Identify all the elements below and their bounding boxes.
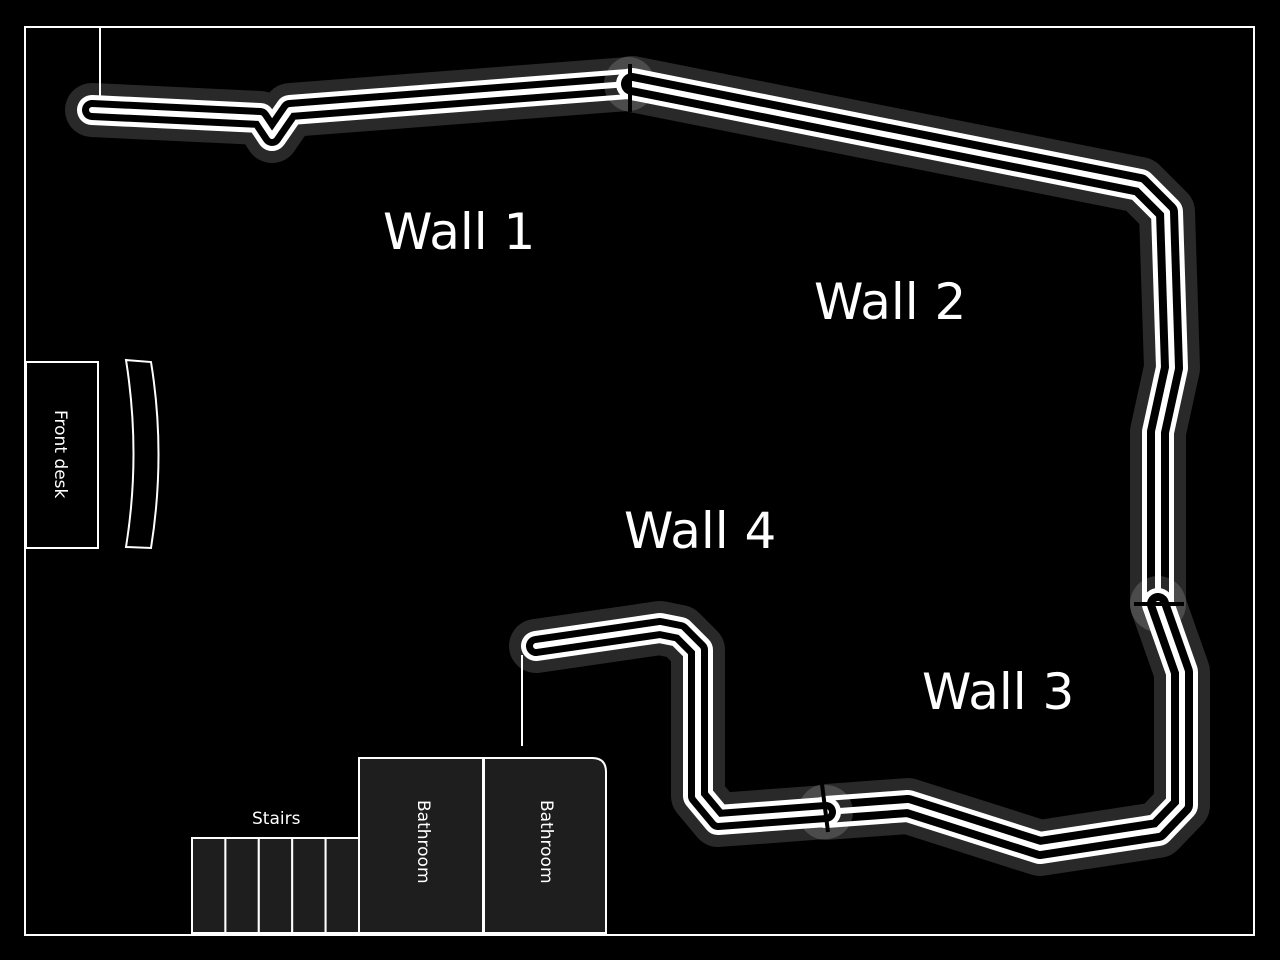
- bathrooms: Bathroom Bathroom: [358, 757, 607, 934]
- stairs: Stairs: [191, 809, 361, 934]
- stair-step: [257, 837, 294, 934]
- wall-3-label: Wall 3: [922, 663, 1074, 721]
- front-desk-counter: [124, 358, 160, 550]
- bathroom-2-label: Bathroom: [536, 800, 556, 884]
- bathroom-room-2: [483, 757, 607, 934]
- front-desk-label: Front desk: [50, 410, 70, 499]
- divider-wall-3-4: [820, 783, 830, 833]
- stair-steps: [191, 837, 361, 934]
- bathroom-room-1: [358, 757, 484, 934]
- bathroom-1-label: Bathroom: [413, 800, 433, 884]
- front-desk-box: [25, 361, 99, 549]
- stair-step: [224, 837, 260, 934]
- stairs-label: Stairs: [252, 809, 301, 829]
- wall-2-segment: [604, 56, 1200, 632]
- wall-3-segment: [798, 576, 1210, 876]
- front-desk: Front desk: [25, 358, 160, 550]
- stair-step: [291, 837, 327, 934]
- wall-4-label: Wall 4: [624, 502, 776, 560]
- wall-2-label: Wall 2: [814, 273, 966, 331]
- stair-step: [191, 837, 227, 934]
- stair-step: [324, 837, 361, 934]
- wall-1-segment: [65, 57, 655, 163]
- wall-4-segment: [509, 601, 853, 847]
- wall-1-label: Wall 1: [383, 203, 535, 261]
